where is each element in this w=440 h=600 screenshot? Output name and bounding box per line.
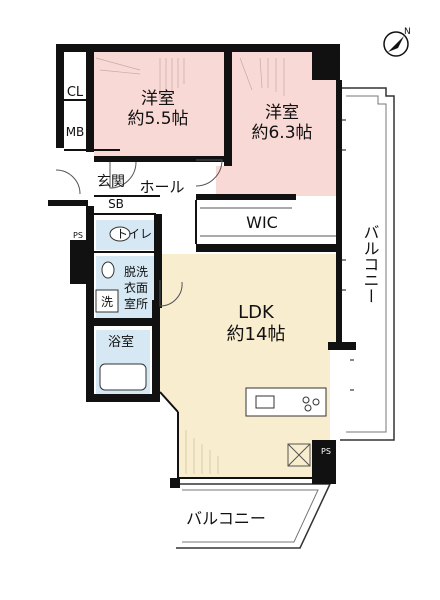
wall-wic-bottom: [196, 244, 340, 252]
wall-top: [56, 44, 312, 52]
wall-bath-top: [94, 318, 156, 326]
wall-left-upper: [56, 44, 64, 148]
western-room-2-floor: [216, 52, 336, 196]
washroom-label-1: 脱洗: [124, 264, 148, 279]
wall-wic-top: [196, 194, 296, 200]
wall-entrance-left: [48, 200, 88, 206]
wall-bath-bottom: [86, 394, 160, 402]
stove-burner-icon: [302, 396, 310, 404]
wall-room-divider: [224, 44, 232, 166]
western-room-1-name: 洋室: [141, 89, 175, 109]
stove-burner-icon: [312, 398, 320, 406]
wall-ldk-bottom-left: [170, 478, 180, 488]
cl-label: CL: [67, 85, 84, 100]
bath-label: 浴室: [108, 334, 134, 350]
wall-right: [336, 80, 342, 350]
washer-label: 洗: [101, 295, 113, 309]
sb-label: SB: [108, 197, 124, 211]
wall-left-mid: [86, 206, 94, 396]
kitchen-counter: [245, 387, 327, 417]
washroom-label-2: 衣面: [124, 280, 148, 295]
western-room-2-size: 約6.3帖: [251, 123, 312, 143]
wall-column-ps-right: [312, 440, 336, 484]
mb-label: MB: [66, 125, 85, 139]
wall-ldk-right-lower: [328, 342, 356, 350]
wall-col-cl: [86, 44, 94, 152]
wic-label: WIC: [246, 213, 278, 232]
toilet-label: トイレ: [116, 227, 152, 241]
washroom-label-3: 室所: [124, 296, 148, 311]
western-room-2-name: 洋室: [265, 103, 299, 123]
western-room-1-size: 約5.5帖: [127, 109, 188, 129]
north-compass-icon: N: [383, 27, 411, 57]
wall-ps-column: [70, 240, 86, 284]
washer-pan: [95, 289, 119, 313]
balcony-bottom-area: [176, 483, 332, 549]
sink-basin-icon: [255, 395, 275, 409]
toilet-fixture: [109, 226, 131, 242]
wall-toilet-right: [154, 214, 162, 308]
balcony-bottom-label: バルコニー: [186, 509, 266, 528]
wall-column-topright: [312, 44, 340, 80]
stove-burner-icon: [304, 404, 312, 412]
wall-ldk-left: [152, 300, 160, 396]
bathtub: [99, 363, 147, 391]
balcony-right-area: [340, 87, 395, 441]
ldk-name: LDK: [238, 302, 275, 323]
svg-text:N: N: [404, 27, 411, 37]
western-room-1-floor: [94, 52, 224, 160]
ldk-size: 約14帖: [227, 324, 286, 345]
hall-label: ホール: [139, 178, 184, 196]
vent-hatch: [287, 443, 311, 467]
ps-left-label: PS: [73, 231, 83, 240]
wall-room1-bottom: [94, 156, 230, 162]
ps-right-label: PS: [321, 447, 331, 456]
entrance-label: 玄関: [97, 173, 125, 190]
ldk-floor: [160, 254, 336, 478]
sink-fixture: [101, 261, 115, 279]
balcony-right-label: バルコニー: [361, 224, 380, 304]
